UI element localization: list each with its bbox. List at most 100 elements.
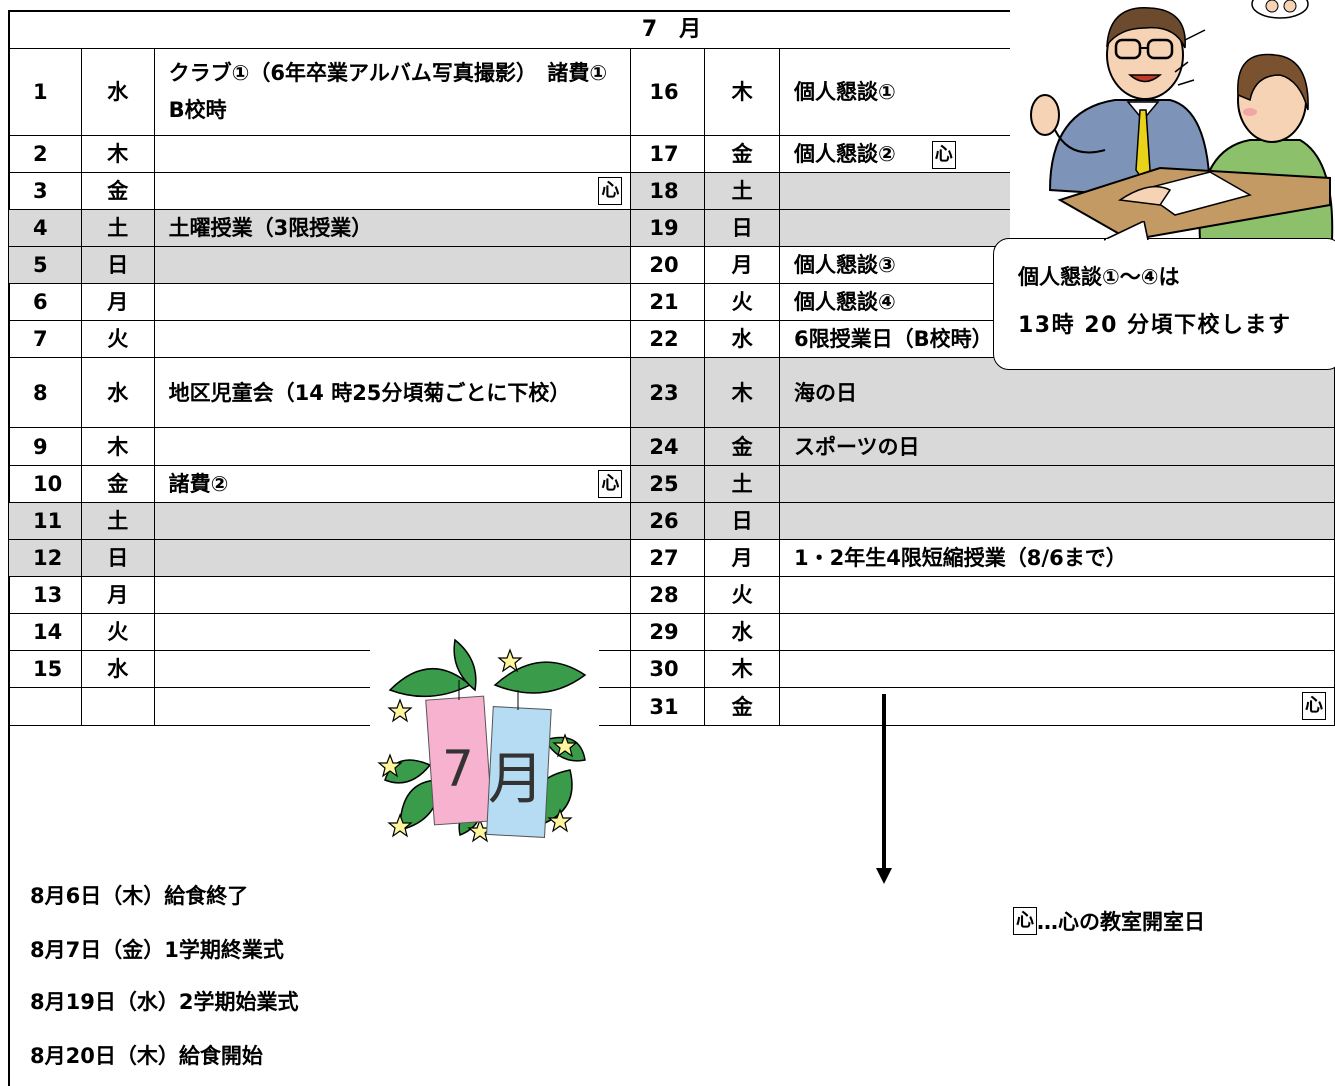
weekday-cell: 金 <box>704 427 780 466</box>
event-cell <box>153 539 632 577</box>
event-text: 個人懇談④ <box>793 290 896 314</box>
event-cell <box>153 427 632 466</box>
weekday-cell: 木 <box>704 48 780 136</box>
weekday-cell: 月 <box>704 539 780 577</box>
weekday-cell: 火 <box>704 576 780 614</box>
event-text: 個人懇談③ <box>793 253 896 277</box>
weekday-cell <box>80 687 155 726</box>
day-number-cell: 21 <box>630 283 706 321</box>
event-text: 個人懇談① <box>793 80 896 104</box>
event-cell <box>153 283 632 321</box>
event-cell <box>153 246 632 284</box>
event-text: スポーツの日 <box>793 434 920 459</box>
event-cell: 心 <box>153 172 632 210</box>
weekday-cell: 木 <box>704 650 780 688</box>
weekday-cell: 月 <box>80 283 155 321</box>
day-number-cell: 22 <box>630 320 706 358</box>
day-number-cell: 16 <box>630 48 706 136</box>
day-number-cell: 23 <box>630 357 706 428</box>
weekday-cell: 金 <box>704 135 780 173</box>
event-cell: 1・2年生4限短縮授業（8/6まで） <box>778 539 1335 577</box>
event-cell <box>778 576 1335 614</box>
weekday-cell: 木 <box>80 427 155 466</box>
day-number-cell: 29 <box>630 613 706 651</box>
kokoro-mark: 心 <box>931 141 956 169</box>
event-cell: 地区児童会（14 時25分頃菊ごとに下校） <box>153 357 632 428</box>
event-text: 個人懇談② <box>793 142 896 166</box>
weekday-cell: 水 <box>80 357 155 428</box>
event-text: 6限授業日（B校時） <box>793 327 993 351</box>
weekday-cell: 火 <box>80 613 155 651</box>
weekday-cell: 日 <box>80 539 155 577</box>
day-number-cell: 5 <box>8 246 82 284</box>
event-text: クラブ①（6年卒業アルバム写真撮影） 諸費① B校時 <box>168 61 630 122</box>
weekday-cell: 日 <box>704 502 780 540</box>
teacher-parent-illustration <box>1010 0 1335 250</box>
event-cell: スポーツの日 <box>778 427 1335 466</box>
illustration-month-digit: 7 <box>442 740 474 798</box>
event-cell: 心 <box>778 687 1335 726</box>
day-number-cell: 19 <box>630 209 706 247</box>
event-cell <box>778 650 1335 688</box>
day-number-cell: 20 <box>630 246 706 284</box>
day-number-cell: 4 <box>8 209 82 247</box>
illustration-month-char: 月 <box>488 747 544 812</box>
weekday-cell: 水 <box>704 320 780 358</box>
weekday-cell: 月 <box>704 246 780 284</box>
weekday-cell: 火 <box>704 283 780 321</box>
weekday-cell: 水 <box>80 650 155 688</box>
day-number-cell: 18 <box>630 172 706 210</box>
event-text: 諸費② <box>168 472 229 496</box>
kokoro-legend: 心 …心の教室開室日 <box>1013 906 1205 936</box>
day-number-cell: 24 <box>630 427 706 466</box>
weekday-cell: 水 <box>80 48 155 136</box>
day-number-cell: 6 <box>8 283 82 321</box>
event-cell: 土曜授業（3限授業） <box>153 209 632 247</box>
note-line: 8月7日（金）1学期終業式 <box>30 938 284 962</box>
event-text: 土曜授業（3限授業） <box>168 216 373 240</box>
day-number-cell: 7 <box>8 320 82 358</box>
day-number-cell: 1 <box>8 48 82 136</box>
info-speech-bubble: 個人懇談①～④は 13時 20 分頃下校します <box>993 221 1335 370</box>
day-number-cell: 9 <box>8 427 82 466</box>
event-cell <box>153 576 632 614</box>
weekday-cell: 水 <box>704 613 780 651</box>
day-number-cell: 26 <box>630 502 706 540</box>
day-number-cell: 10 <box>8 465 82 503</box>
kokoro-mark: 心 <box>1302 692 1326 720</box>
bamboo-leaves-icon <box>377 638 587 843</box>
day-number-cell: 15 <box>8 650 82 688</box>
weekday-cell: 月 <box>80 576 155 614</box>
day-number-cell: 25 <box>630 465 706 503</box>
note-line: 8月19日（水）2学期始業式 <box>30 990 299 1014</box>
event-text: 1・2年生4限短縮授業（8/6まで） <box>793 546 1127 570</box>
weekday-cell: 木 <box>80 135 155 173</box>
bubble-tail-icon <box>1104 221 1149 241</box>
weekday-cell: 木 <box>704 357 780 428</box>
event-cell: クラブ①（6年卒業アルバム写真撮影） 諸費① B校時 <box>153 48 632 136</box>
bubble-line-2: 13時 20 分頃下校します <box>1018 313 1292 338</box>
weekday-cell: 日 <box>704 209 780 247</box>
weekday-cell: 金 <box>80 465 155 503</box>
weekday-cell: 火 <box>80 320 155 358</box>
note-line: 8月20日（木）給食開始 <box>30 1044 263 1068</box>
day-number-cell: 11 <box>8 502 82 540</box>
day-number-cell: 28 <box>630 576 706 614</box>
day-number-cell: 3 <box>8 172 82 210</box>
kokoro-mark: 心 <box>598 470 623 498</box>
day-number-cell: 8 <box>8 357 82 428</box>
weekday-cell: 土 <box>704 465 780 503</box>
day-number-cell: 27 <box>630 539 706 577</box>
weekday-cell: 土 <box>704 172 780 210</box>
day-number-cell: 31 <box>630 687 706 726</box>
